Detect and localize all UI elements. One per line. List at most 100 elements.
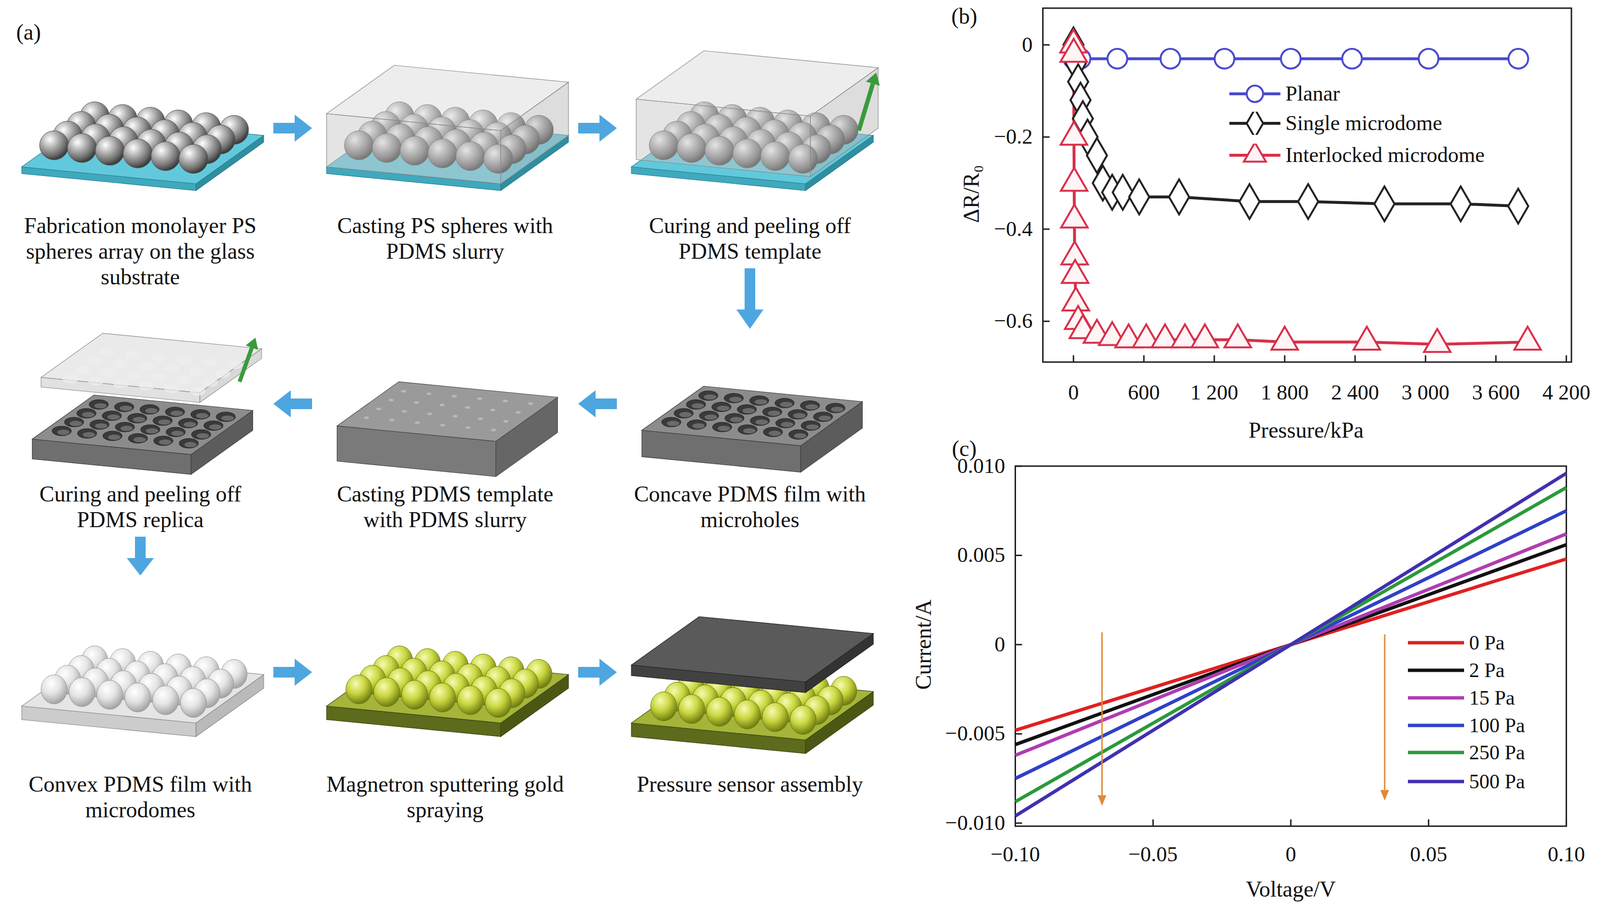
trend-arrow (1097, 632, 1107, 807)
illustration-group (631, 50, 880, 191)
micro-hole (813, 412, 833, 422)
micro-hole-shade (107, 414, 120, 420)
data-marker (1508, 48, 1529, 69)
replica-bump (112, 359, 129, 369)
chart-c (1015, 466, 1567, 827)
process-step: Curing and peeling off PDMS template (616, 45, 883, 269)
tick-mark (1143, 355, 1145, 363)
legend-marker (1246, 111, 1264, 135)
micro-hole-shade (57, 429, 70, 435)
legend-entry: 2 Pa (1407, 658, 1505, 683)
data-marker (1224, 324, 1252, 348)
step-illustration (616, 575, 883, 770)
tick-mark (1072, 355, 1075, 363)
tick-mark (1354, 355, 1356, 363)
flow-arrow (578, 390, 617, 418)
legend-sample (1407, 658, 1465, 683)
data-marker (1129, 179, 1150, 215)
peel-arrow-head (245, 337, 259, 350)
trend-arrow-shaft (1101, 632, 1103, 796)
mold-dot (502, 400, 509, 403)
data-marker (1239, 184, 1260, 220)
micro-hole (102, 411, 122, 421)
data-marker (1298, 184, 1319, 220)
tick-mark (1565, 819, 1568, 827)
step-illustration (616, 45, 883, 211)
tick-mark (1213, 355, 1215, 363)
flow-arrow-shaft (273, 122, 295, 134)
illustration-group (21, 646, 264, 738)
micro-hole-shade (754, 399, 768, 405)
trend-arrow-shaft (1383, 634, 1386, 791)
mold-dot (401, 389, 407, 393)
step-illustration (7, 575, 274, 770)
step-illustration (312, 328, 579, 479)
micro-hole (115, 422, 135, 433)
legend-sample (1407, 631, 1465, 655)
legend-entry: Planar (1229, 82, 1340, 106)
micro-dome (678, 694, 705, 724)
mold-dot (376, 407, 382, 411)
data-marker (1060, 38, 1088, 62)
step-caption: Magnetron sputtering gold spraying (312, 769, 579, 828)
micro-hole (750, 416, 770, 426)
flow-arrow-head (273, 390, 291, 418)
micro-hole (737, 404, 757, 415)
tick-mark (1042, 136, 1050, 138)
legend-line (1407, 779, 1465, 784)
step-illustration (616, 328, 883, 479)
tick-label: 0 (1021, 34, 1033, 56)
mold-dot (414, 401, 420, 404)
data-marker (1353, 327, 1381, 350)
micro-hole-shade (107, 434, 121, 441)
mold-dot (426, 392, 432, 395)
process-step: Casting PS spheres with PDMS slurry (312, 45, 579, 269)
tick-label: 0.10 (1547, 844, 1586, 866)
mold-dot (440, 423, 446, 427)
legend-entry: Interlocked microdome (1229, 143, 1485, 167)
flow-arrow-head (599, 114, 617, 142)
flow-arrow (273, 658, 313, 687)
micro-hole-shade (145, 428, 159, 434)
tick-label: −0.05 (1128, 844, 1178, 866)
micro-hole-shade (793, 413, 807, 419)
micro-hole (762, 407, 782, 418)
mold-dot (452, 415, 458, 418)
slab-top (337, 381, 558, 442)
flow-arrow-head (294, 658, 313, 687)
slab-top (636, 50, 879, 117)
process-step: Magnetron sputtering gold spraying (312, 575, 579, 828)
legend-text: 500 Pa (1468, 771, 1526, 793)
micro-hole (749, 395, 769, 406)
process-step: Casting PDMS template with PDMS slurry (312, 328, 579, 538)
micro-hole (775, 418, 795, 429)
ps-sphere (179, 144, 209, 174)
micro-hole (165, 427, 186, 437)
micro-hole-shade (195, 413, 209, 419)
micro-hole-shade (221, 415, 235, 421)
micro-hole-shade (704, 414, 718, 420)
micro-hole-shade (119, 405, 133, 412)
process-step: Curing and peeling off PDMS replica (7, 328, 274, 538)
step-caption: Concave PDMS film with microholes (616, 478, 883, 538)
micro-hole (775, 398, 795, 408)
micro-hole-shade (730, 417, 743, 423)
tick-mark (1042, 44, 1050, 46)
flow-arrow (578, 658, 617, 687)
illustration-group (337, 381, 558, 477)
replica-bump (150, 373, 167, 382)
micro-hole (724, 393, 744, 404)
mold-dot (478, 417, 484, 420)
flow-arrow-head (126, 558, 154, 576)
micro-hole-shade (703, 394, 717, 400)
micro-hole-shade (171, 431, 184, 437)
legend-sample (1229, 111, 1281, 135)
data-marker (1418, 48, 1439, 69)
tick-label: 3 600 (1471, 382, 1520, 404)
tick-label: −0.4 (994, 218, 1033, 240)
mold-dot (401, 410, 407, 413)
micro-hole-shade (806, 424, 820, 430)
micro-hole-shade (742, 408, 756, 414)
iv-curve (1015, 473, 1567, 817)
micro-dome (485, 688, 512, 718)
